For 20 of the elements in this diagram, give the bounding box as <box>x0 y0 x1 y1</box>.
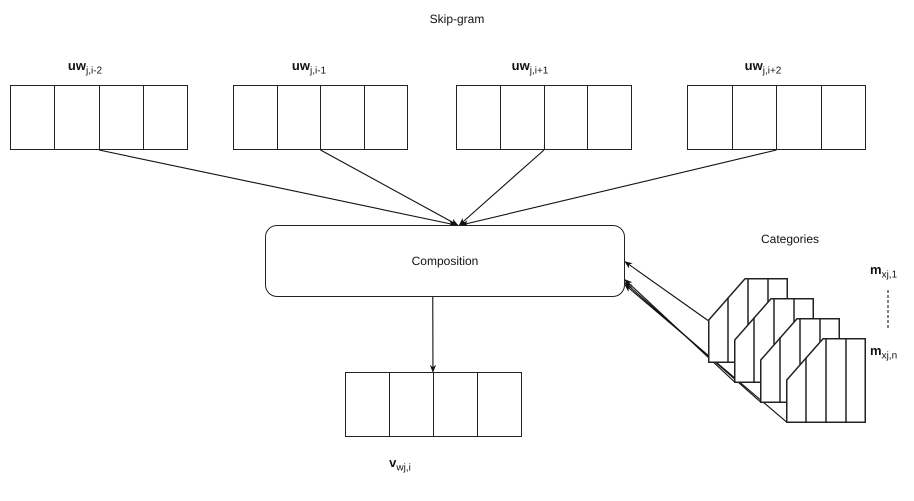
vector-bar <box>345 372 522 437</box>
arrow <box>624 282 762 403</box>
arrow <box>430 297 436 373</box>
vector-bar <box>10 85 188 150</box>
group-title: Categories <box>760 232 820 246</box>
arrow <box>624 279 736 383</box>
arrow <box>624 284 788 423</box>
vector-label: uw$_{j,i-2}$ <box>68 58 102 76</box>
process-box: Composition <box>265 225 625 297</box>
vector-bar <box>233 85 408 150</box>
arrow <box>320 150 458 226</box>
arrow <box>458 150 544 226</box>
arrow <box>460 149 777 226</box>
vector-label: uw$_{j,i+1}$ <box>512 58 548 76</box>
vector-bar <box>456 85 632 150</box>
arrow <box>624 261 708 321</box>
vector-label: uw$_{j,i+2}$ <box>744 58 782 76</box>
vector-label: uw$_{j,i-1}$ <box>292 58 326 76</box>
vector-bar <box>687 85 866 150</box>
group-title: Skip-gram <box>430 12 484 26</box>
